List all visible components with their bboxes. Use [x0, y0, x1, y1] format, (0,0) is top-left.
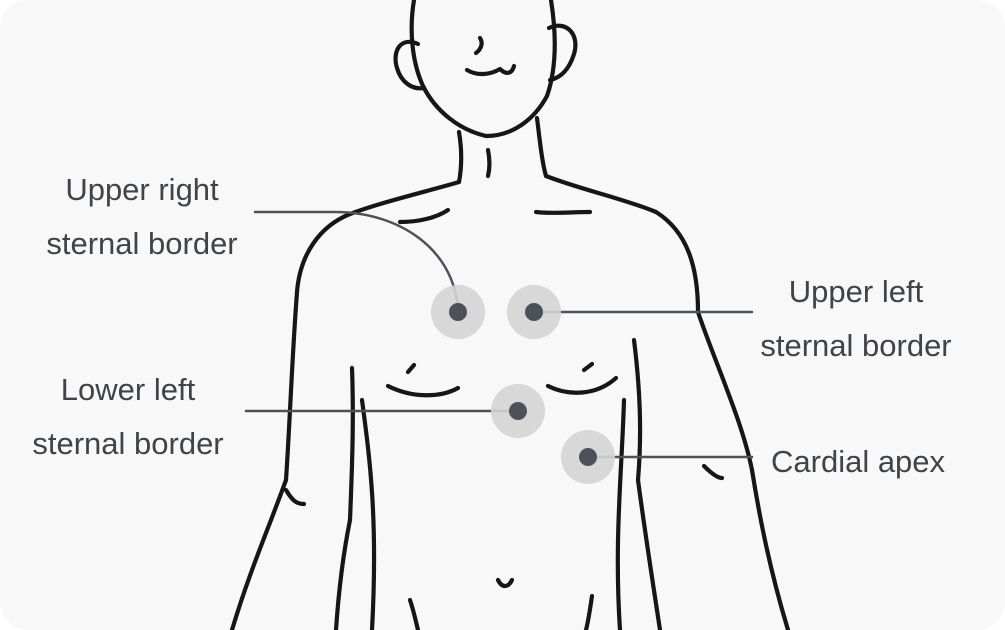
marker-upper-right[interactable] — [431, 285, 485, 339]
marker-upper-left[interactable] — [507, 285, 561, 339]
label-lower-left-line1: Lower left — [60, 372, 196, 407]
label-upper-right-line1: Upper right — [65, 172, 219, 207]
label-cardial-apex-line1: Cardial apex — [771, 444, 946, 479]
label-upper-left-line1: Upper left — [788, 274, 924, 309]
label-cardial-apex: Cardial apex — [771, 435, 945, 489]
label-upper-left: Upper left sternal border — [742, 265, 970, 373]
label-lower-left: Lower left sternal border — [12, 363, 244, 471]
marker-cardial-apex[interactable] — [561, 430, 615, 484]
marker-lower-left[interactable] — [491, 384, 545, 438]
label-lower-left-line2: sternal border — [32, 426, 224, 461]
label-upper-left-line2: sternal border — [760, 328, 952, 363]
label-upper-right-line2: sternal border — [46, 226, 238, 261]
torso-outline-icon — [229, 0, 791, 630]
label-upper-right: Upper right sternal border — [28, 163, 256, 271]
leader-line-upper-right — [253, 210, 460, 313]
